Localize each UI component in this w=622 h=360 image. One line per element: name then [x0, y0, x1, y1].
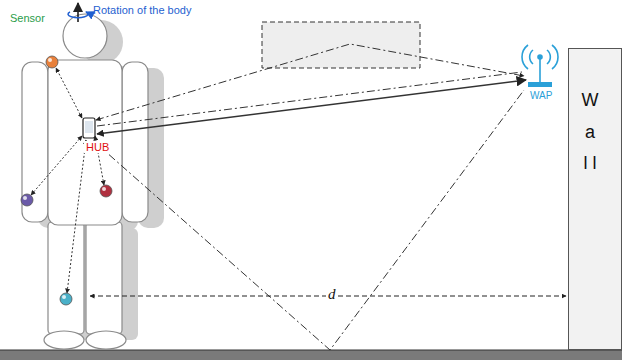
leg: [48, 222, 84, 334]
sensor: [60, 293, 72, 305]
arm: [122, 62, 148, 222]
floor: [0, 350, 622, 360]
foot: [86, 331, 126, 349]
sensor: [100, 185, 112, 197]
sensor-label: Sensor: [8, 12, 47, 24]
leg: [86, 222, 122, 334]
hub-device: [83, 118, 95, 138]
sensor: [21, 194, 33, 206]
direct-dashed-path: [97, 72, 522, 126]
wave: [552, 45, 558, 69]
direct-path: [97, 80, 526, 134]
sensors: [21, 56, 112, 305]
wave: [522, 45, 528, 69]
body-link: [56, 68, 82, 118]
floor-reflected-path: [97, 90, 524, 350]
head: [63, 14, 107, 58]
sensor-highlights: [23, 58, 106, 299]
body: [22, 14, 148, 349]
foot: [44, 331, 84, 349]
wave: [530, 50, 533, 64]
highlight: [62, 295, 66, 299]
wap-icon: [522, 45, 558, 82]
body-link: [67, 140, 86, 293]
body-links: [31, 68, 104, 293]
body-shadow: [38, 20, 164, 340]
hub-label: HUB: [84, 141, 111, 153]
wave: [547, 50, 550, 64]
wall: W a l l: [568, 48, 622, 350]
floor-edge: [0, 350, 622, 351]
wap-base: [528, 82, 552, 87]
propagation-paths: [96, 44, 526, 350]
body-link: [31, 136, 82, 195]
obstacle-box: [262, 22, 420, 68]
wall-label: W a l l: [581, 85, 599, 180]
reflected-path: [96, 44, 524, 120]
antenna-tip: [538, 55, 542, 59]
rotation-label: Rotation of the body: [91, 4, 193, 16]
rotation-axis: [77, 3, 79, 22]
highlight: [48, 58, 52, 62]
wap-label: WAP: [528, 90, 554, 101]
hub-screen: [85, 121, 93, 133]
arm: [22, 62, 48, 222]
rotation-arrow: [68, 12, 88, 18]
distance-label: d: [326, 286, 338, 303]
highlight: [23, 196, 27, 200]
sensor: [46, 56, 58, 68]
torso: [48, 60, 122, 225]
antenna: [539, 56, 541, 82]
highlight: [102, 187, 106, 191]
